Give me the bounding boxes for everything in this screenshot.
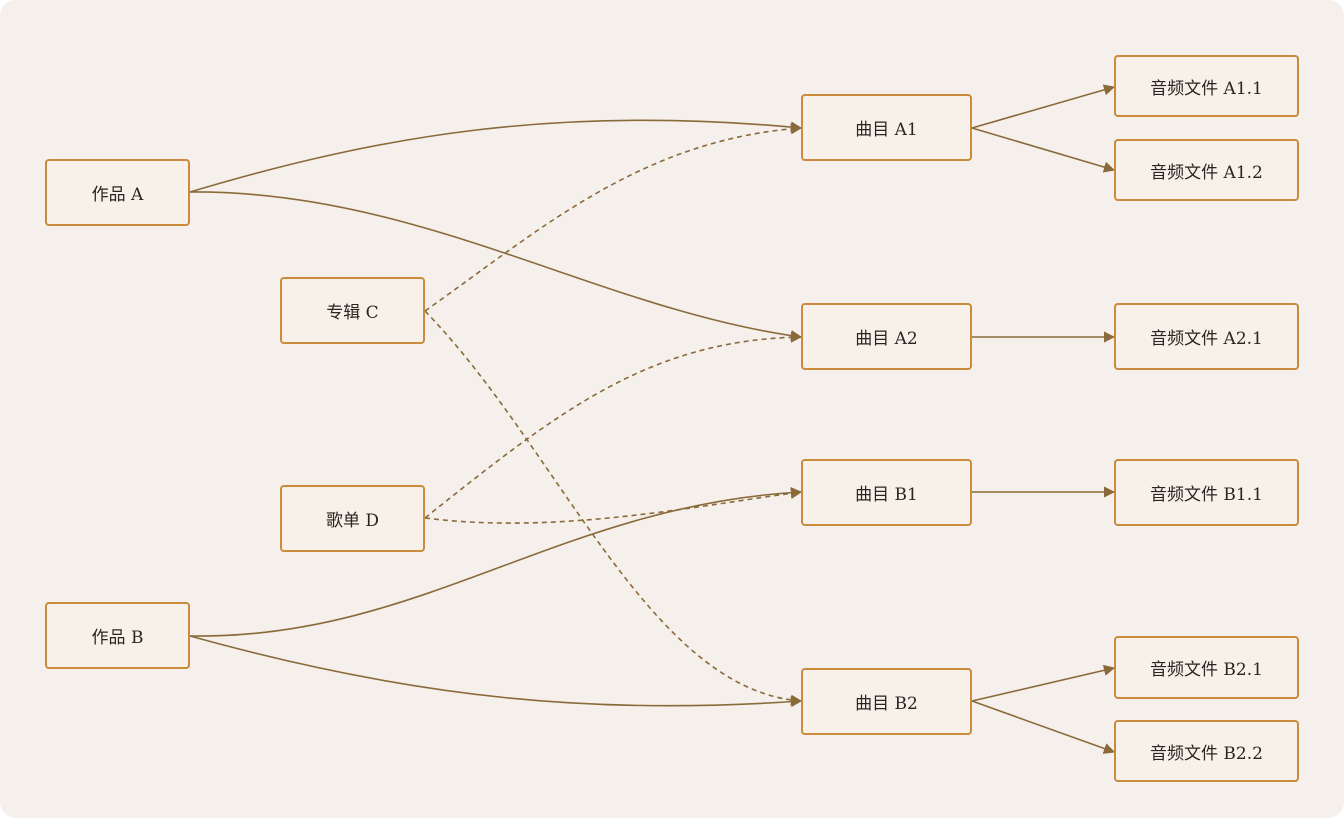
edge-work-a-to-track-a2 [189,191,803,342]
node-file-b2-2-label: 音频文件 B2.2 [1150,743,1263,764]
node-work-b: 作品 B [45,602,190,669]
edge-album-c-to-track-b2 [424,310,803,706]
edge-work-b-to-track-b2 [189,635,803,708]
node-work-a: 作品 A [45,159,190,226]
edge-track-b2-to-file-b2-1 [971,664,1116,702]
node-track-a1-label: 曲目 A1 [855,120,918,140]
node-file-a2-1-label: 音频文件 A2.1 [1150,329,1263,349]
node-file-a1-2-label: 音频文件 A1.2 [1150,162,1263,183]
node-file-a1-1: 音频文件 A1.1 [1114,55,1299,117]
node-album-c-label: 专辑 C [326,303,379,323]
node-track-b1-label: 曲目 B1 [855,485,918,505]
node-playlist-d-label: 歌单 D [325,511,380,531]
edge-playlist-d-to-track-b1 [424,487,803,524]
node-track-b2: 曲目 B2 [801,668,972,735]
edge-album-c-to-track-a1 [424,123,803,312]
edge-playlist-d-to-track-a2 [424,331,803,519]
node-file-b1-1: 音频文件 B1.1 [1114,459,1299,526]
node-file-b2-1-label: 音频文件 B2.1 [1150,660,1263,680]
node-work-b-label: 作品 B [91,628,144,648]
edge-track-b2-to-file-b2-2 [971,700,1116,754]
node-track-a2-label: 曲目 A2 [855,329,918,349]
node-playlist-d: 歌单 D [280,485,425,552]
edge-work-b-to-track-b1 [189,486,803,637]
node-track-a1: 曲目 A1 [801,94,972,161]
node-file-a2-1: 音频文件 A2.1 [1114,303,1299,370]
edge-track-a1-to-file-a1-2 [971,127,1116,173]
edge-work-a-to-track-a1 [189,119,803,193]
node-album-c: 专辑 C [280,277,425,344]
node-file-a1-2: 音频文件 A1.2 [1114,139,1299,201]
edge-track-a1-to-file-a1-1 [971,84,1116,129]
node-file-b1-1-label: 音频文件 B1.1 [1150,485,1263,505]
node-track-b1: 曲目 B1 [801,459,972,526]
node-track-b2-label: 曲目 B2 [855,694,918,714]
node-file-b2-1: 音频文件 B2.1 [1114,636,1299,699]
node-file-a1-1-label: 音频文件 A1.1 [1150,78,1263,99]
node-track-a2: 曲目 A2 [801,303,972,370]
node-file-b2-2: 音频文件 B2.2 [1114,720,1299,782]
node-work-a-label: 作品 A [91,185,144,205]
